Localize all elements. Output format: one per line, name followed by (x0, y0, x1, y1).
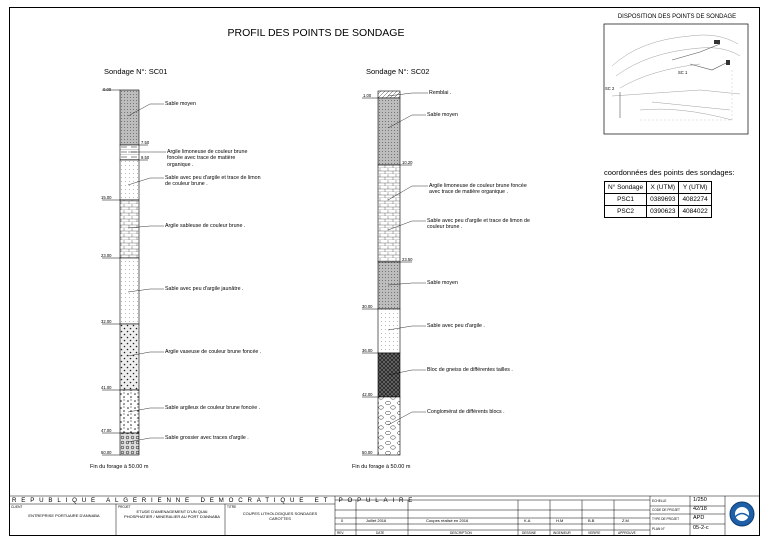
sc01-layer-0: Sable moyen (165, 101, 196, 107)
sc02-depth-4: 36.00 (362, 348, 373, 353)
type-label: TYPE DE PROJET (652, 517, 680, 521)
ingenieur-value: H.M (556, 518, 564, 523)
drawing-frame (9, 7, 760, 536)
approuve-value: Z.M (622, 518, 629, 523)
sc01-title: Sondage N°: SC01 (104, 67, 168, 76)
sc01-depth-2: 9.50 (141, 155, 150, 160)
foot-approuve: APPROUVE (618, 531, 636, 535)
sc01-layer-3: Argile sableuse de couleur brune . (165, 223, 246, 229)
map-title: DISPOSITION DES POINTS DE SONDAGE (617, 14, 737, 20)
sc01-depth-3: 15.00 (101, 195, 112, 200)
verifie-value: B.B (588, 518, 595, 523)
republique-banner: REPUBLIQUE ALGERIENNE DEMOCRATIQUE ET PO… (12, 497, 418, 504)
sc01-depth-0: 0.00 (103, 87, 112, 92)
foot-date: DATE (376, 531, 385, 535)
sc01-depth-8: 50.00 (101, 450, 112, 455)
sc01-layer-1: Argile limoneuse de couleur brune foncée… (167, 149, 248, 168)
foot-dessine: DESSINE (522, 531, 536, 535)
type-value: APD (693, 515, 705, 521)
description-value: Coupes réalisé en 2016 (426, 518, 469, 523)
sc01-layer-5: Argile vaseuse de couleur brune foncée . (165, 349, 262, 355)
echelle-label: ECHELLE (652, 499, 667, 503)
sc02-layer-4: Sable moyen (427, 280, 458, 286)
sc01-layer-7: Sable grossier avec traces d'argile . (165, 435, 249, 441)
sc02-depth-2: 23.50 (402, 257, 413, 262)
sc02-layer-7: Conglomérat de différents blocs . (427, 409, 505, 415)
dessine-value: K.A (524, 518, 531, 523)
sc01-layer-6: Sable argileux de couleur brune foncée . (165, 405, 261, 411)
date-value: Juillet 2016 (366, 518, 387, 523)
projet-label: PROJET (118, 505, 131, 509)
sc02-layer-1: Sable moyen (427, 112, 458, 118)
foot-description: DESCRIPTION (450, 531, 472, 535)
titre-name: COUPES LITHOLOGIQUES SONDAGES CAROTTES (242, 511, 318, 521)
sc01-depth-4: 23.00 (101, 253, 112, 258)
sc01-depth-6: 41.00 (101, 385, 112, 390)
plan-value: 05-2-c (693, 525, 709, 531)
sc02-depth-6: 50.00 (362, 450, 373, 455)
sc01-depth-5: 32.00 (101, 319, 112, 324)
sc02-layer-2: Argile limoneuse de couleur brune foncée… (429, 183, 527, 196)
foot-ingenieur: INGENIEUR (553, 531, 571, 535)
foot-rev: REV. (337, 531, 345, 535)
sc01-layer-4: Sable avec peu d'argile jaunâtre . (165, 286, 244, 292)
sc02-depth-5: 42.00 (362, 392, 373, 397)
sc02-layer-0: Remblai . (429, 90, 452, 96)
page-title: PROFIL DES POINTS DE SONDAGE (227, 27, 405, 39)
code-label: CODE DE PROJET (652, 508, 680, 512)
table-header-row: N° Sondage X (UTM) Y (UTM) (603, 181, 712, 194)
table-row: PSC2 0390623 4084022 (603, 205, 712, 218)
sc02-layer-3: Sable avec peu d'argile et trace de limo… (427, 218, 530, 231)
sc01-end: Fin du forage à 50.00 m (90, 464, 149, 470)
client-label: CLIENT (11, 505, 23, 509)
map-label-sc2: SC 2 (605, 86, 615, 91)
sc02-end: Fin du forage à 50.00 m (352, 464, 411, 470)
code-value: 42/18 (693, 506, 707, 512)
sc02-depth-3: 30.00 (362, 304, 373, 309)
sc02-title: Sondage N°: SC02 (366, 67, 430, 76)
client-name: ENTREPRISE PORTUAIRE D'ANNABA (28, 513, 100, 518)
coordinates-title: coordonnées des points des sondages: (604, 168, 735, 177)
map-label-sc1: SC 1 (678, 70, 688, 75)
echelle-value: 1/250 (693, 497, 707, 503)
sc02-layer-6: Bloc de gneiss de différentes tailles . (427, 367, 513, 373)
coordinates-table: N° Sondage X (UTM) Y (UTM) PSC1 0389693 … (603, 181, 712, 218)
sc01-depth-1: 7.50 (141, 140, 150, 145)
sc01-depth-7: 47.00 (101, 428, 112, 433)
rev-value: 0 (341, 518, 344, 523)
projet-name: ETUDE D'AMENAGEMENT D'UN QUAI PHOSPHATIE… (124, 509, 220, 519)
sc01-layer-2: Sable avec peu d'argile et trace de limo… (165, 175, 261, 188)
titre-label: TITRE (227, 505, 237, 509)
sc02-layer-5: Sable avec peu d'argile . (427, 323, 485, 329)
foot-verifie: VERIFIE (588, 531, 601, 535)
sc02-depth-1: 10.20 (402, 160, 413, 165)
table-cell: 4084022 (678, 205, 712, 218)
sc02-depth-0: 1.00 (363, 93, 372, 98)
plan-label: PLAN N° (652, 527, 665, 531)
